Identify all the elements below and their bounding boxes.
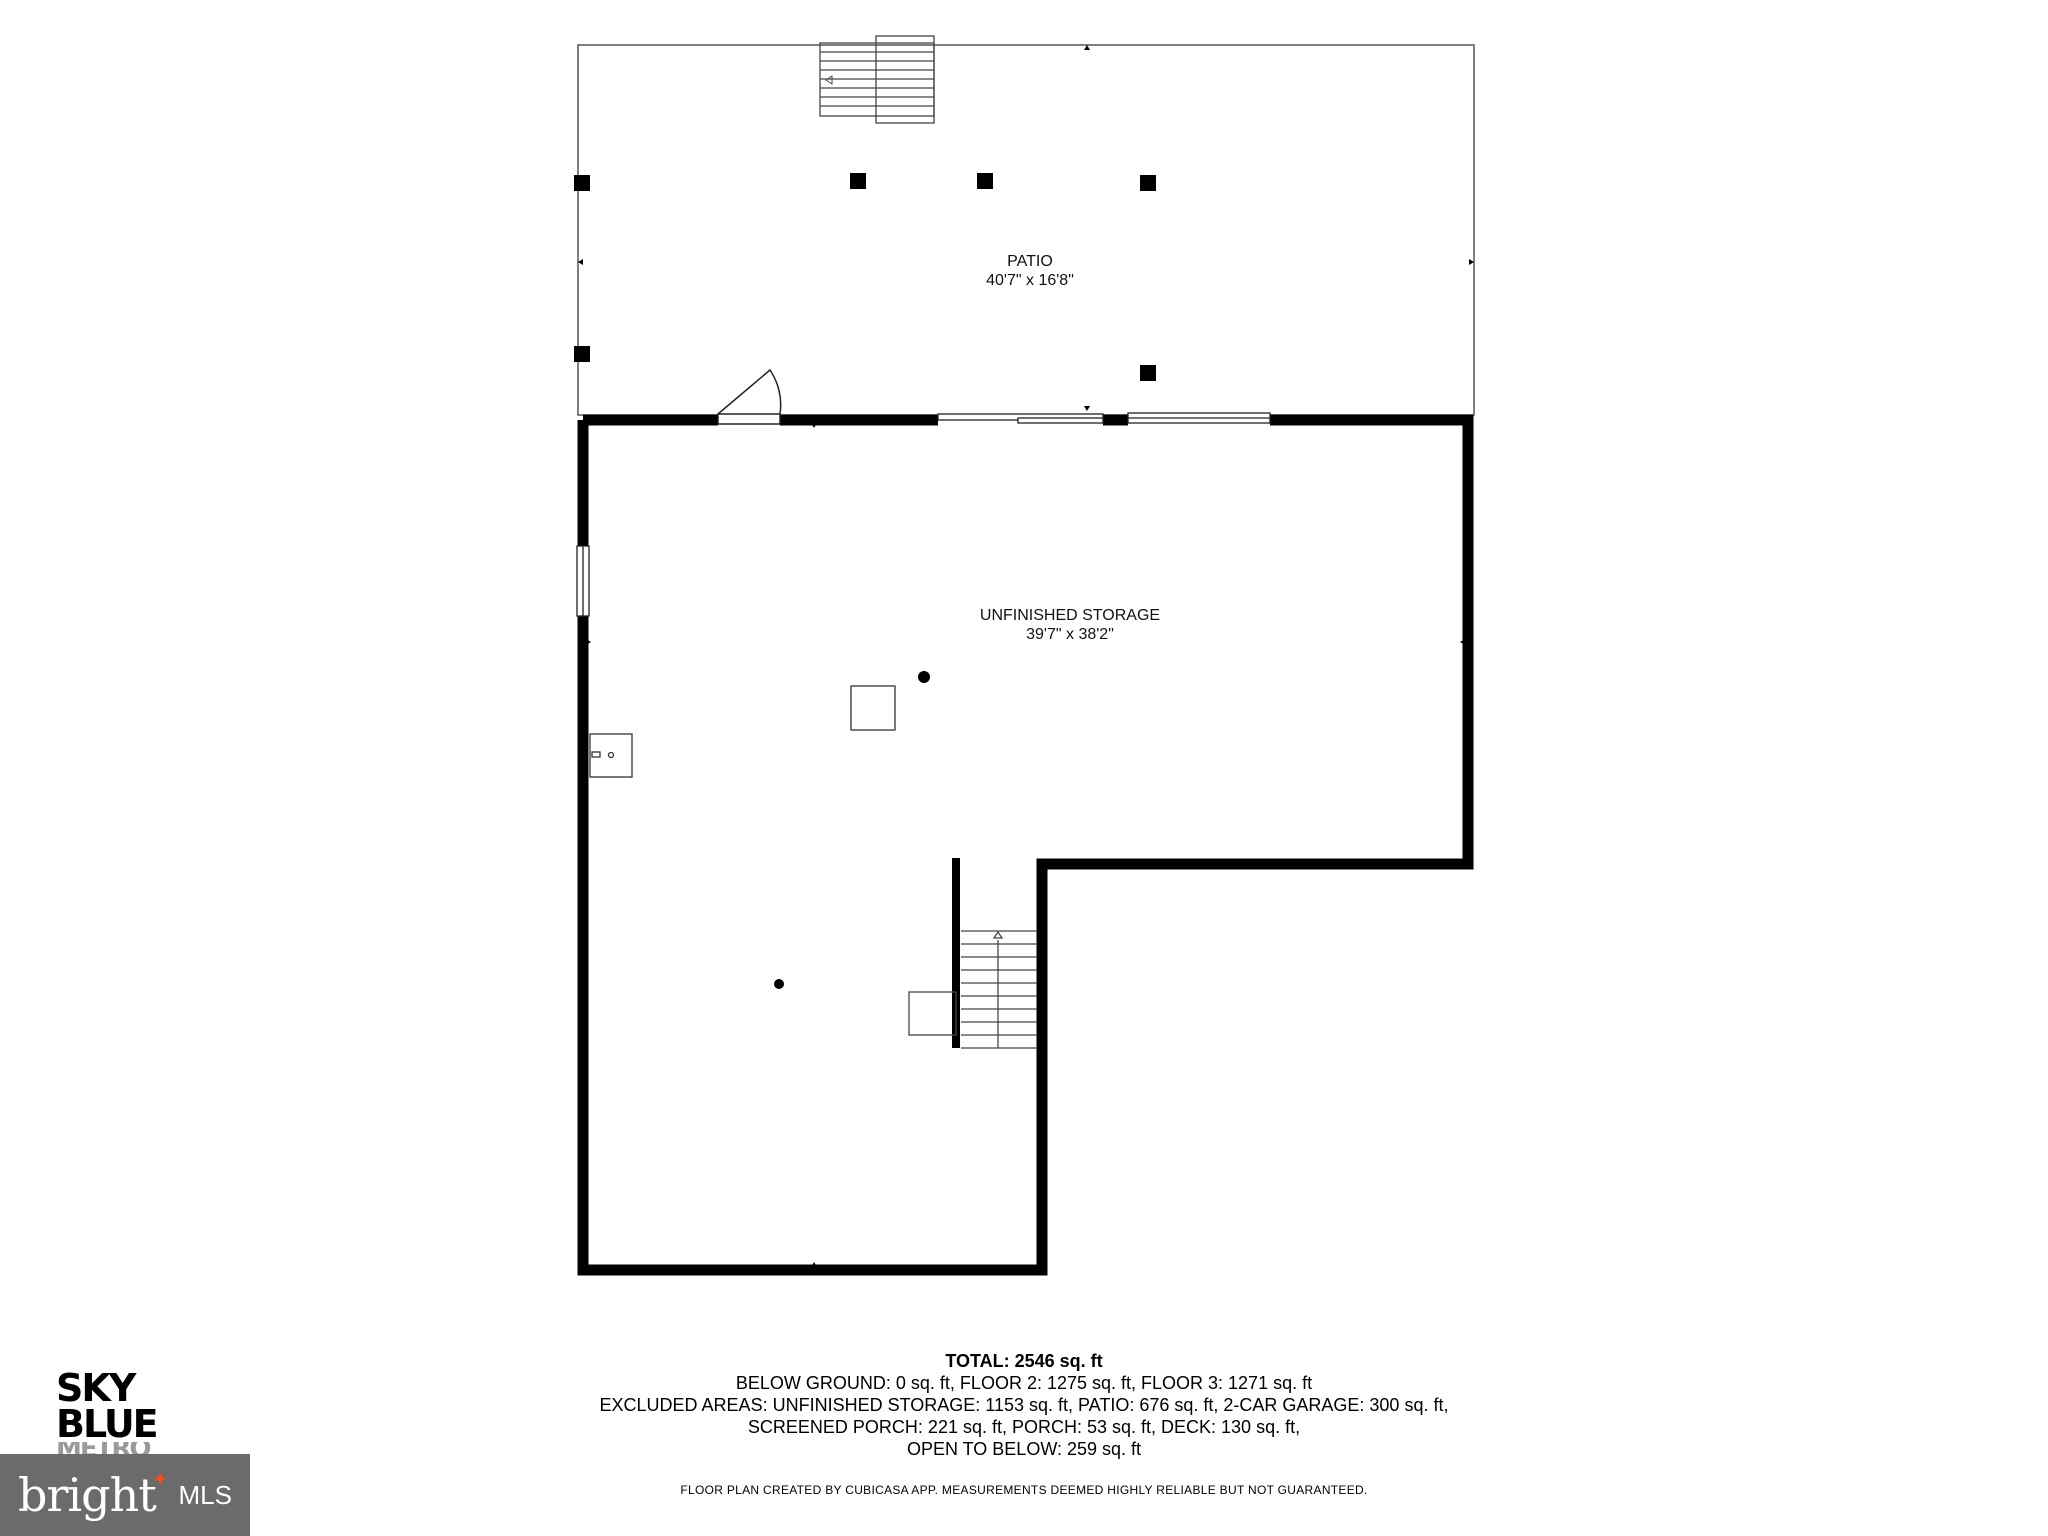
area-summary: TOTAL: 2546 sq. ft BELOW GROUND: 0 sq. f… <box>424 1350 1624 1460</box>
patio-stairs <box>819 35 935 124</box>
wall-ticks <box>586 406 1465 1267</box>
utility-box <box>850 685 896 731</box>
storage-dims: 39'7" x 38'2" <box>1026 626 1114 643</box>
sky-blue-metro-logo: SKY BLUE METRO <box>56 1366 196 1456</box>
summary-line: BELOW GROUND: 0 sq. ft, FLOOR 2: 1275 sq… <box>735 1373 1313 1393</box>
summary-line: EXCLUDED AREAS: UNFINISHED STORAGE: 1153… <box>599 1395 1449 1415</box>
patio-posts <box>574 173 1156 381</box>
patio-door <box>717 368 782 425</box>
interior-stairs <box>908 930 1037 1049</box>
bright-mls-logo: bright ✦ MLS <box>0 1454 250 1536</box>
total-area: TOTAL: 2546 sq. ft <box>945 1351 1103 1371</box>
patio-label: PATIO 40'7" x 16'8" <box>920 252 1140 290</box>
support-post <box>774 979 784 989</box>
logo-line: METRO <box>56 1442 196 1456</box>
patio-window <box>1127 412 1271 424</box>
summary-line: SCREENED PORCH: 221 sq. ft, PORCH: 53 sq… <box>747 1417 1301 1437</box>
patio-ticks <box>578 45 1474 265</box>
logo-line: BLUE <box>56 1402 159 1446</box>
sliding-door <box>937 413 1104 424</box>
logo-line: SKY <box>56 1366 136 1410</box>
left-window <box>576 545 590 617</box>
storage-label: UNFINISHED STORAGE 39'7" x 38'2" <box>940 606 1200 644</box>
patio-dims: 40'7" x 16'8" <box>986 272 1074 289</box>
support-post <box>918 671 930 683</box>
utility-sink <box>589 733 633 778</box>
mls-suffix: MLS <box>178 1479 232 1510</box>
star-icon: ✦ <box>151 1468 169 1491</box>
mls-brand: bright <box>18 1468 157 1522</box>
disclaimer: FLOOR PLAN CREATED BY CUBICASA APP. MEAS… <box>680 1483 1368 1497</box>
patio-name: PATIO <box>1007 253 1053 270</box>
storage-walls <box>577 414 1474 1276</box>
patio-outline <box>577 44 1475 416</box>
summary-line: OPEN TO BELOW: 259 sq. ft <box>906 1439 1142 1459</box>
storage-name: UNFINISHED STORAGE <box>979 607 1161 624</box>
